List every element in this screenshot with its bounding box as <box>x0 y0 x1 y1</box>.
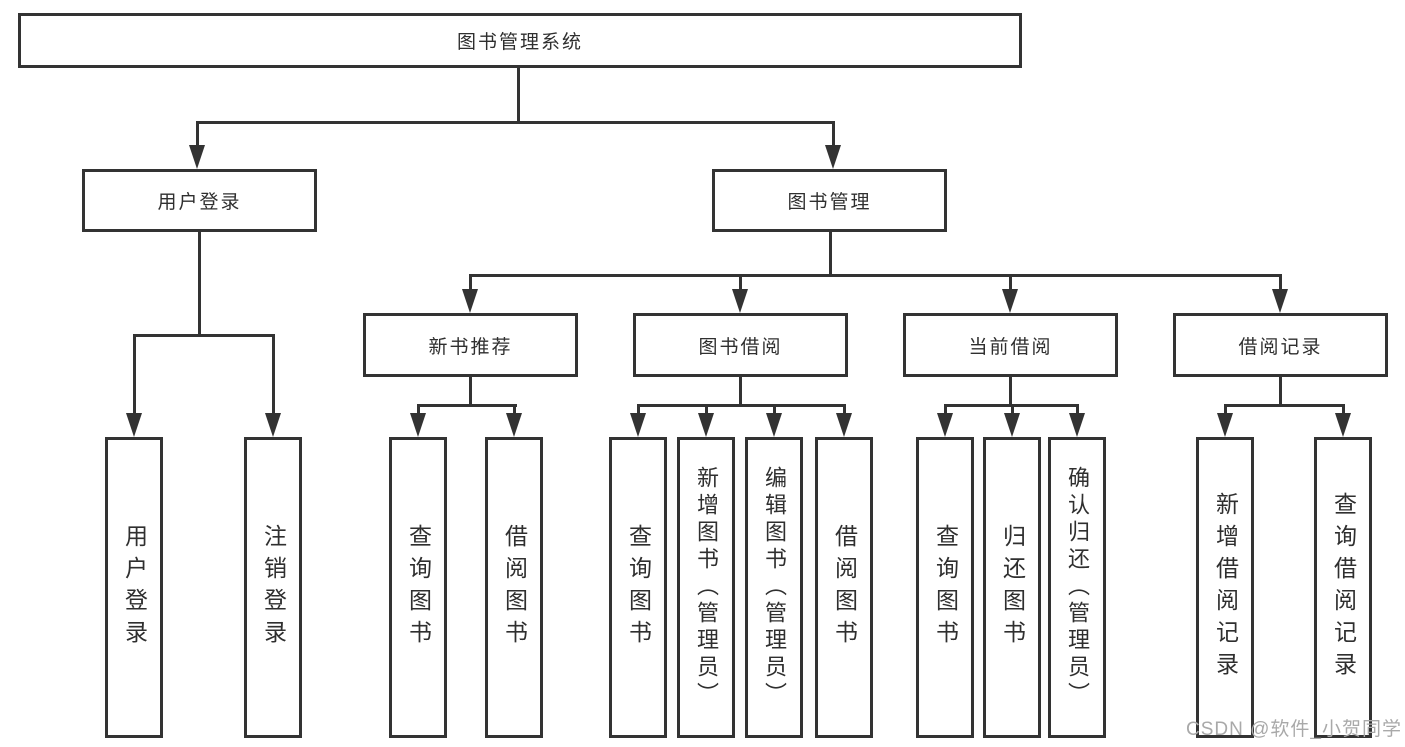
connector-borrow-record-stem <box>1279 377 1282 407</box>
connector-drop-rec-borrow <box>513 404 516 416</box>
arrowhead-br-query <box>1335 413 1351 437</box>
connector-book-mgmt-branch <box>469 274 1282 277</box>
arrowhead-cb-return <box>1004 413 1020 437</box>
leaf-bb-query-books: 查询图书 <box>609 437 667 738</box>
node-borrow-record: 借阅记录 <box>1173 313 1388 377</box>
connector-book-mgmt-stem <box>829 232 832 277</box>
connector-root-branch <box>196 121 835 124</box>
leaf-br-add-record: 新增借阅记录 <box>1196 437 1254 738</box>
leaf-logout: 注销登录 <box>244 437 302 738</box>
node-borrow-record-label: 借阅记录 <box>1238 336 1323 358</box>
node-root-label: 图书管理系统 <box>456 32 583 53</box>
node-new-book-rec-label: 新书推荐 <box>428 336 513 358</box>
connector-root-stem <box>517 68 520 124</box>
connector-drop-cb-confirm <box>1076 404 1079 416</box>
csdn-watermark: CSDN @软件_小贺同学 <box>1186 719 1402 740</box>
leaf-cb-return-books: 归还图书 <box>983 437 1041 738</box>
arrowhead-bb-query <box>630 413 646 437</box>
connector-drop-current-borrow <box>1009 274 1012 292</box>
arrowhead-borrow-record <box>1272 289 1288 313</box>
leaf-cb-return-books-label: 归还图书 <box>999 523 1026 652</box>
leaf-br-query-record-label: 查询借阅记录 <box>1330 491 1357 684</box>
leaf-bb-borrow-books-label: 借阅图书 <box>831 523 858 652</box>
connector-drop-cb-query <box>944 404 947 416</box>
leaf-bb-add-books-admin-label: 新增图书（管理员） <box>694 466 719 709</box>
leaf-rec-borrow-books: 借阅图书 <box>485 437 543 738</box>
connector-drop-leaf-login <box>133 334 136 416</box>
leaf-rec-borrow-books-label: 借阅图书 <box>501 523 528 652</box>
connector-drop-new-book-rec <box>469 274 472 292</box>
arrowhead-leaf-logout <box>265 413 281 437</box>
connector-drop-bb-add <box>705 404 708 416</box>
leaf-logout-label: 注销登录 <box>260 523 287 652</box>
arrowhead-rec-query <box>410 413 426 437</box>
connector-drop-cb-return <box>1011 404 1014 416</box>
node-book-borrow: 图书借阅 <box>633 313 848 377</box>
arrowhead-book-mgmt <box>825 145 841 169</box>
node-current-borrow: 当前借阅 <box>903 313 1118 377</box>
arrowhead-current-borrow <box>1002 289 1018 313</box>
connector-drop-borrow-record <box>1279 274 1282 292</box>
leaf-br-add-record-label: 新增借阅记录 <box>1212 491 1239 684</box>
connector-user-login-stem <box>198 232 201 337</box>
node-user-login-label: 用户登录 <box>157 192 242 213</box>
leaf-cb-confirm-return-admin: 确认归还（管理员） <box>1048 437 1106 738</box>
node-book-borrow-label: 图书借阅 <box>698 336 783 358</box>
connector-drop-bb-borrow <box>843 404 846 416</box>
connector-drop-rec-query <box>417 404 420 416</box>
connector-new-book-rec-branch <box>417 404 517 407</box>
leaf-bb-edit-books-admin-label: 编辑图书（管理员） <box>762 466 787 709</box>
leaf-cb-confirm-return-admin-label: 确认归还（管理员） <box>1065 466 1090 709</box>
connector-drop-bb-query <box>637 404 640 416</box>
leaf-cb-query-books: 查询图书 <box>916 437 974 738</box>
node-new-book-rec: 新书推荐 <box>363 313 578 377</box>
leaf-user-login-label: 用户登录 <box>121 523 148 652</box>
leaf-rec-query-books-label: 查询图书 <box>405 523 432 652</box>
arrowhead-book-borrow <box>732 289 748 313</box>
arrowhead-cb-confirm <box>1069 413 1085 437</box>
leaf-bb-borrow-books: 借阅图书 <box>815 437 873 738</box>
leaf-bb-edit-books-admin: 编辑图书（管理员） <box>745 437 803 738</box>
arrowhead-leaf-login <box>126 413 142 437</box>
node-book-mgmt-label: 图书管理 <box>787 192 872 213</box>
arrowhead-cb-query <box>937 413 953 437</box>
connector-book-borrow-branch <box>637 404 846 407</box>
node-book-mgmt: 图书管理 <box>712 169 947 232</box>
leaf-cb-query-books-label: 查询图书 <box>932 523 959 652</box>
connector-current-borrow-stem <box>1009 377 1012 407</box>
arrowhead-br-add <box>1217 413 1233 437</box>
connector-drop-user-login <box>196 121 199 151</box>
arrowhead-bb-borrow <box>836 413 852 437</box>
connector-book-borrow-stem <box>739 377 742 407</box>
leaf-user-login: 用户登录 <box>105 437 163 738</box>
connector-new-book-rec-stem <box>469 377 472 407</box>
leaf-rec-query-books: 查询图书 <box>389 437 447 738</box>
connector-drop-bb-edit <box>773 404 776 416</box>
node-current-borrow-label: 当前借阅 <box>968 336 1053 358</box>
connector-drop-book-mgmt <box>832 121 835 151</box>
arrowhead-new-book-rec <box>462 289 478 313</box>
arrowhead-rec-borrow <box>506 413 522 437</box>
leaf-bb-add-books-admin: 新增图书（管理员） <box>677 437 735 738</box>
arrowhead-bb-add <box>698 413 714 437</box>
connector-user-login-branch <box>133 334 275 337</box>
connector-drop-book-borrow <box>739 274 742 292</box>
node-root: 图书管理系统 <box>18 13 1022 68</box>
arrowhead-user-login <box>189 145 205 169</box>
leaf-br-query-record: 查询借阅记录 <box>1314 437 1372 738</box>
connector-drop-leaf-logout <box>272 334 275 416</box>
arrowhead-bb-edit <box>766 413 782 437</box>
connector-drop-br-query <box>1342 404 1345 416</box>
connector-borrow-record-branch <box>1224 404 1345 407</box>
leaf-bb-query-books-label: 查询图书 <box>625 523 652 652</box>
connector-drop-br-add <box>1224 404 1227 416</box>
node-user-login: 用户登录 <box>82 169 317 232</box>
